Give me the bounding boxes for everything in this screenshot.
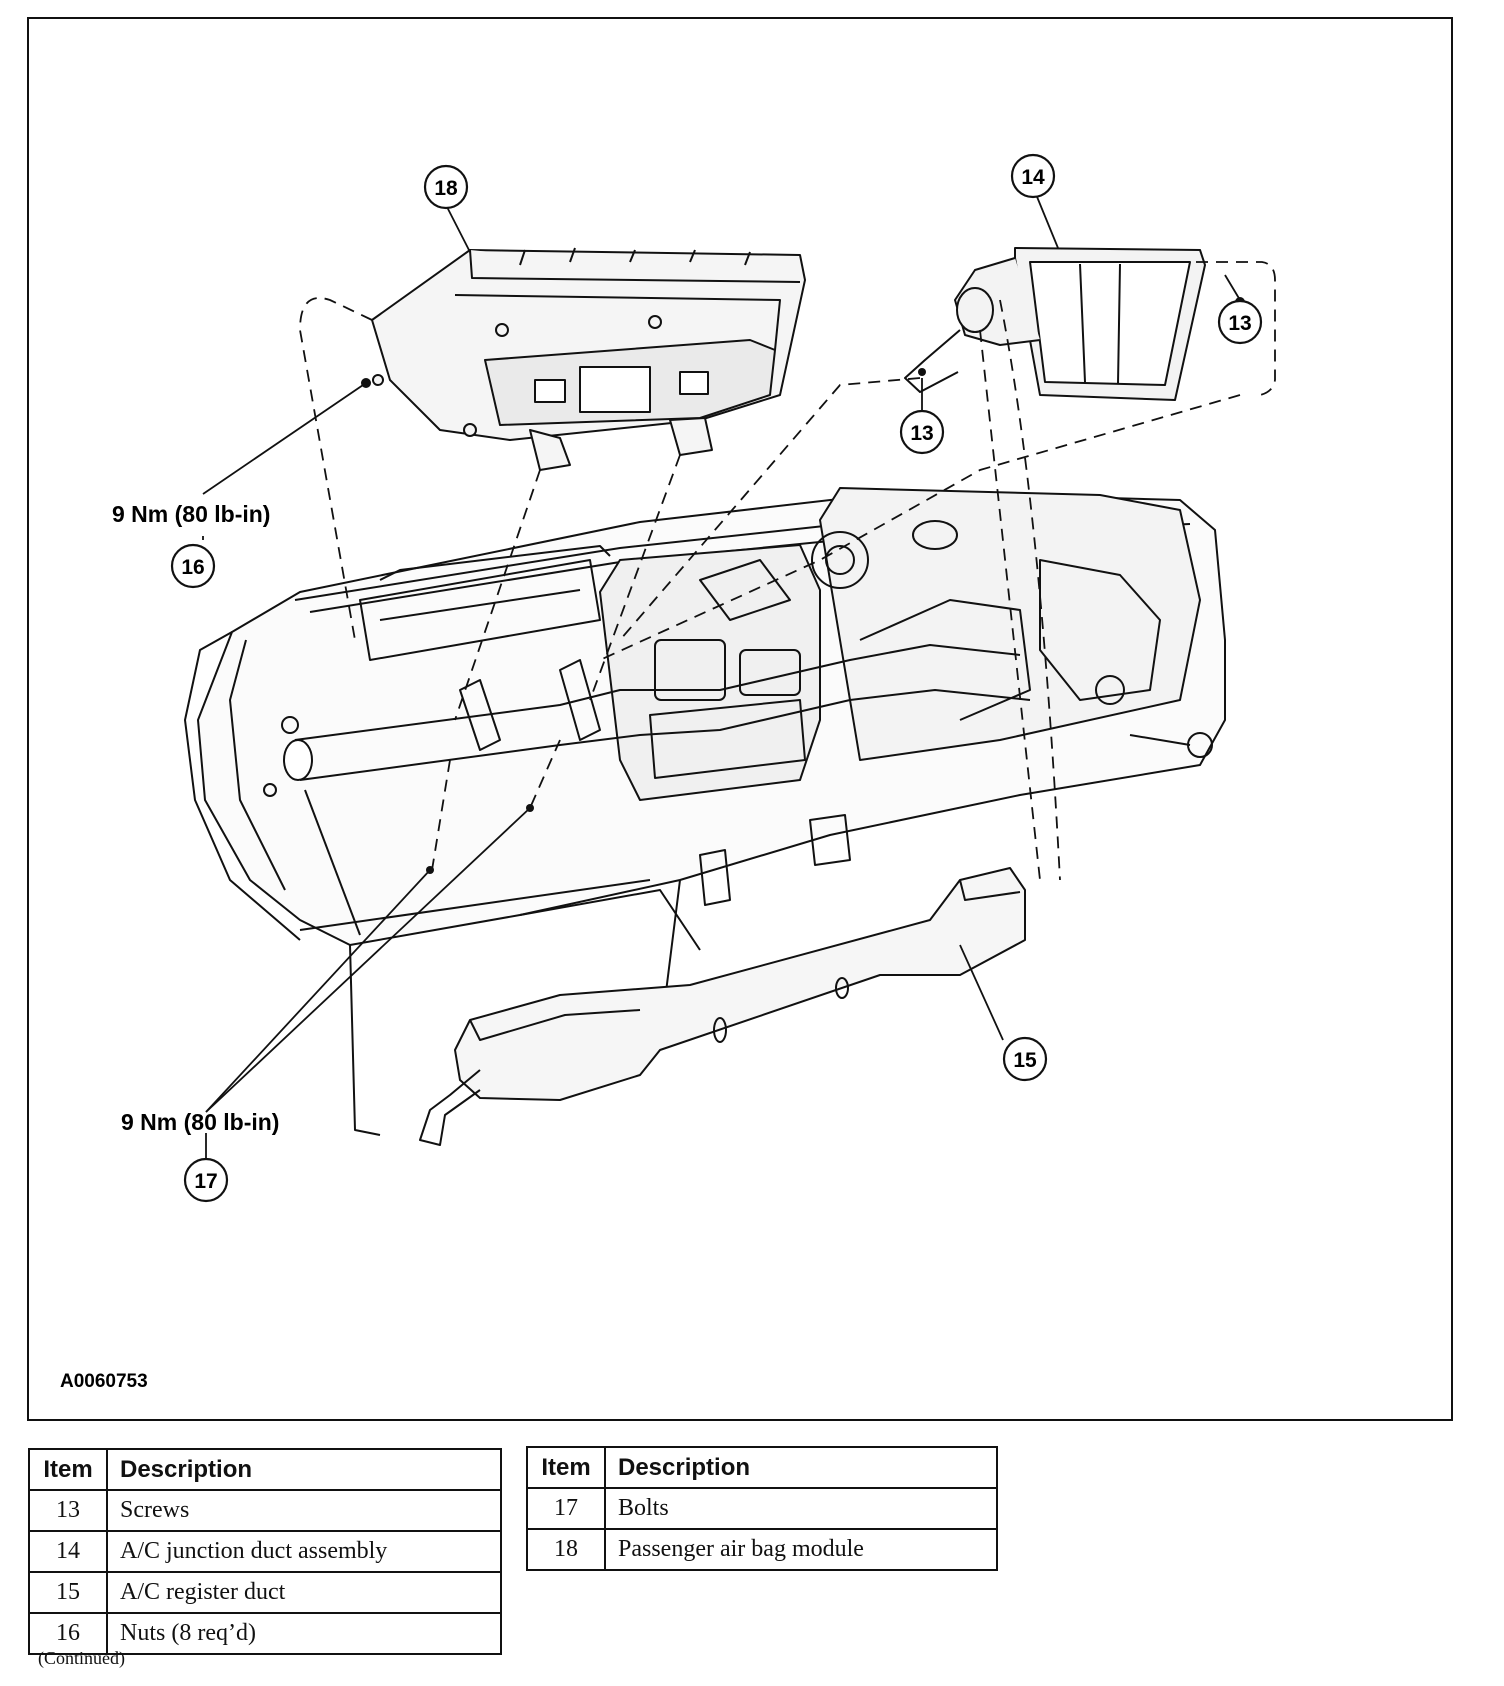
- callout-13-middle-label: 13: [910, 422, 933, 445]
- legend-item-description: Bolts: [604, 1487, 998, 1530]
- callout-16-label: 16: [181, 556, 204, 579]
- legend-row: 13 Screws: [28, 1489, 502, 1532]
- callout-17: 17: [183, 1157, 229, 1203]
- callout-13-right-label: 13: [1228, 312, 1251, 335]
- callout-18-label: 18: [434, 177, 458, 200]
- legend-item-number: 17: [526, 1487, 606, 1530]
- torque-spec-16: 9 Nm (80 lb-in): [112, 501, 270, 527]
- legend-row: 14 A/C junction duct assembly: [28, 1530, 502, 1573]
- legend-header-description: Description: [604, 1446, 998, 1489]
- figure-frame: [27, 17, 1453, 1421]
- callout-14: 14: [1010, 153, 1056, 199]
- legend-header-row: Item Description: [526, 1446, 998, 1489]
- torque-spec-17: 9 Nm (80 lb-in): [121, 1109, 279, 1135]
- legend-header-item: Item: [526, 1446, 606, 1489]
- air-bag-module: [371, 247, 806, 471]
- callout-18: 18: [423, 164, 469, 210]
- legend-item-description: A/C register duct: [106, 1571, 502, 1614]
- callout-15-label: 15: [1013, 1049, 1037, 1072]
- legend-table-left: Item Description 13 Screws 14 A/C juncti…: [28, 1448, 502, 1655]
- legend-row: 17 Bolts: [526, 1487, 998, 1530]
- legend-header-description: Description: [106, 1448, 502, 1491]
- legend-item-number: 15: [28, 1571, 108, 1614]
- callout-15: 15: [1002, 1036, 1048, 1082]
- callout-14-label: 14: [1021, 166, 1045, 189]
- callout-16: 16: [170, 543, 216, 589]
- legend-item-description: Screws: [106, 1489, 502, 1532]
- callout-13-right: 13: [1217, 299, 1263, 345]
- legend-item-description: A/C junction duct assembly: [106, 1530, 502, 1573]
- legend-item-description: Nuts (8 req’d): [106, 1612, 502, 1655]
- legend-item-description: Passenger air bag module: [604, 1528, 998, 1571]
- instrument-panel: [184, 487, 1226, 1136]
- legend-item-number: 16: [28, 1612, 108, 1655]
- legend-table-right: Item Description 17 Bolts 18 Passenger a…: [526, 1446, 998, 1571]
- legend-item-number: 14: [28, 1530, 108, 1573]
- junction-duct: [904, 247, 1206, 401]
- exploded-diagram: 18 14 13 13 16 15 17 9 Nm (80 lb-in) 9 N…: [27, 17, 1453, 1421]
- legend-header-item: Item: [28, 1448, 108, 1491]
- legend-row: 15 A/C register duct: [28, 1571, 502, 1614]
- legend-row: 18 Passenger air bag module: [526, 1528, 998, 1571]
- leader-lines: [202, 186, 1276, 1158]
- figure-id: A0060753: [60, 1371, 148, 1392]
- legend-header-row: Item Description: [28, 1448, 502, 1491]
- legend-item-number: 18: [526, 1528, 606, 1571]
- legend-row: 16 Nuts (8 req’d): [28, 1612, 502, 1655]
- callout-17-label: 17: [194, 1170, 217, 1193]
- continued-note: (Continued): [38, 1648, 125, 1668]
- register-duct: [419, 867, 1026, 1146]
- legend-item-number: 13: [28, 1489, 108, 1532]
- callout-13-middle: 13: [899, 409, 945, 455]
